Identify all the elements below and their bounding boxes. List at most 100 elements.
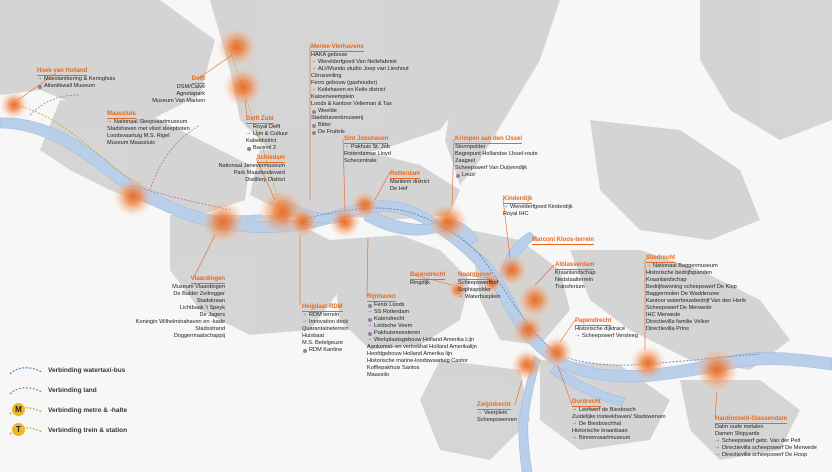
area-item: Dalm oude metalen xyxy=(715,424,764,430)
area-item: Weelde xyxy=(311,108,409,115)
area-label-sintjob[interactable]: Sint Jobshaven Pakhuis St. Job Rotterdam… xyxy=(344,136,391,165)
area-label-dordrecht[interactable]: Dordrecht Leefwerf de Biesbosch Zuidelij… xyxy=(572,399,666,442)
area-label-hoek[interactable]: Hoek van Holland Maeslantkering & Kering… xyxy=(37,68,115,90)
area-item: Directievilla scheepswerf De Merwede xyxy=(715,445,817,452)
area-item: Atlantikwall Museum xyxy=(37,83,115,90)
area-item: Loods & kantoor Velleman & Tas xyxy=(311,101,392,107)
area-title: Delft xyxy=(191,76,205,84)
area-item: Begrepunt Hollandse IJssel-route xyxy=(455,151,538,157)
area-title: Hardinxveld-Giessendam xyxy=(715,416,788,424)
area-label-barendrecht[interactable]: Barendrecht Ringdijk xyxy=(410,272,446,287)
area-item: DSM/Calvé xyxy=(176,84,205,90)
area-item: Doggermaatschappij xyxy=(173,333,225,339)
area-item: Historische bedrijfspanden xyxy=(646,270,712,276)
area-title: Kinderdijk xyxy=(503,196,533,204)
area-label-maassluis[interactable]: Maassluis Nationaal Sleepvaartmuseum Sta… xyxy=(107,111,190,147)
area-item: Kabeldistrict xyxy=(246,138,277,144)
area-item: Ferro gebouw (gashouder) xyxy=(311,80,378,86)
area-item: SS Rotterdam xyxy=(367,309,477,316)
area-item: Baggermolen De Waddenzee xyxy=(646,291,720,297)
area-item: Royal Delft xyxy=(246,124,288,131)
ferry-route-icon xyxy=(9,367,43,375)
area-title: Dordrecht xyxy=(572,399,601,407)
area-title: Maassluis xyxy=(107,111,136,119)
area-item: Stadsstrand xyxy=(195,326,225,332)
area-item: Directievilla familie Volker xyxy=(646,319,710,325)
area-label-heijplaat[interactable]: Heijplaat-RDM RDM terrein Innovation doc… xyxy=(302,304,349,354)
area-item: De Jagers xyxy=(199,312,226,318)
area-item: Museum Vlaardingen xyxy=(172,284,225,290)
area-item: Royal IHC xyxy=(503,211,529,217)
area-item: Pakhuis St. Job xyxy=(344,144,391,151)
area-item: Lichtbaak 't Speyk xyxy=(179,305,225,311)
area-item: De Balder Zeilrogger xyxy=(173,291,225,297)
area-item: Waterbusplein xyxy=(458,294,501,301)
area-label-schiedam[interactable]: Schiedam Nationaal Jenevermuseum Park Ma… xyxy=(197,155,285,184)
area-item: Damen Shipyards xyxy=(715,431,760,437)
area-title: Krimpen aan den IJssel xyxy=(455,136,523,144)
area-title: Barendrecht xyxy=(410,272,446,280)
legend-label: Verbinding metro & -halte xyxy=(48,407,128,414)
area-label-delftzuid[interactable]: Delft Zuid Royal Delft Lijm & Cultuur Ka… xyxy=(246,116,288,152)
area-item: Koningin Wilhelminahaven en -kade xyxy=(135,319,225,325)
area-item: Bedrijfswoning scheepswerf De Klop xyxy=(646,284,737,290)
area-item: Bacinol 2 xyxy=(246,145,288,152)
area-item: Museum Maassluis xyxy=(107,140,155,146)
area-item: Scheepswerf Van Duijvendijk xyxy=(455,165,528,171)
area-title: Alblasserdam xyxy=(555,262,595,270)
area-label-hardinxveld[interactable]: Hardinxveld-Giessendam Dalm oude metalen… xyxy=(715,416,817,459)
area-item: Kraanlandschap xyxy=(555,270,596,276)
area-item: Nationaal Sleepvaartmuseum xyxy=(107,119,190,126)
area-item: Hoofdgebouw Holland Amerika lijn xyxy=(367,351,453,357)
leader-lines xyxy=(17,45,718,419)
area-item: Keilehaven en Keile district xyxy=(311,87,409,94)
area-title: Heijplaat-RDM xyxy=(302,304,343,312)
area-title: Marconi Kloos-terrein xyxy=(532,237,595,245)
area-item: Distillery District xyxy=(245,177,285,183)
area-label-merwe[interactable]: Merwe-Vierhavens HAKA gebouw Werelderfgo… xyxy=(311,44,409,136)
area-item: Nedstaalterrein xyxy=(555,277,593,283)
area-item: Park Maasboulevard xyxy=(233,170,285,176)
area-item: Historische marine-loodswaartuig Castor xyxy=(367,358,468,364)
area-item: Werkplaatsgebouw Holland Amerika Lijn xyxy=(367,337,477,344)
area-item: Citrusveiling xyxy=(311,73,342,79)
area-item: Rotterdamse Lloyd xyxy=(344,151,391,157)
area-item: Scheepswerven xyxy=(477,417,517,423)
area-item: Werelderfgoed Van Nellefabriek xyxy=(311,59,409,66)
area-title: Sliedrecht xyxy=(646,255,676,263)
legend-label: Verbinding trein & station xyxy=(48,427,128,434)
area-label-marconi[interactable]: Marconi Kloos-terrein xyxy=(532,237,595,245)
area-label-papendrecht[interactable]: Papendrecht Historische dijktracé Scheep… xyxy=(575,318,638,340)
area-item: Bitter xyxy=(311,122,409,129)
area-label-krimpen[interactable]: Krimpen aan den IJssel Stormpolder Begre… xyxy=(455,136,538,179)
area-label-kinderdijk[interactable]: Kinderdijk Werelderfgoed Kinderdijk Roya… xyxy=(503,196,573,218)
area-label-delft[interactable]: Delft DSM/Calvé Agnetapark Museum Van Ma… xyxy=(145,76,205,105)
map-legend: Verbinding watertaxi-bus Verbinding land… xyxy=(6,362,146,442)
area-item: RDM terrein xyxy=(302,312,349,319)
area-item: Lijm & Cultuur xyxy=(246,131,288,138)
legend-label: Verbinding watertaxi-bus xyxy=(48,367,126,374)
area-label-noordoever[interactable]: Noordoever Scheepswerfhof Sophiapolder W… xyxy=(458,272,501,301)
area-label-rotterdam[interactable]: Rotterdam Maritiem district De Hef xyxy=(390,171,429,193)
area-title: Schiedam xyxy=(256,155,285,163)
area-item: Veerplein xyxy=(477,410,517,417)
area-label-zwijndrecht[interactable]: Zwijndrecht Veerplein Scheepswerven xyxy=(477,402,517,424)
area-item: Innovation dock xyxy=(302,319,349,326)
area-label-alblasserdam[interactable]: Alblasserdam Kraanlandschap Nedstaalterr… xyxy=(555,262,595,291)
area-title: Zwijndrecht xyxy=(477,402,511,410)
area-item: Maeslantkering & Keringhuis xyxy=(37,76,115,83)
area-item: Directievilla scheepswerf De Hoop xyxy=(715,452,817,459)
area-label-vlaardingen[interactable]: Vlaardingen Museum Vlaardingen De Balder… xyxy=(107,276,225,340)
area-title: Rotterdam xyxy=(390,171,421,179)
area-item: De Biesboschhal xyxy=(572,421,666,428)
area-item: Koffiepakhuis Santos xyxy=(367,365,420,371)
train-icon: T xyxy=(12,423,25,436)
area-item: Scheepswerf De Merwede xyxy=(646,305,712,311)
legend-item-land: Verbinding land xyxy=(6,382,146,402)
area-item: HAKA gebouw xyxy=(311,52,348,58)
area-label-sliedrecht[interactable]: Sliedrecht Nationaal Baggermuseum Histor… xyxy=(646,255,746,333)
metro-icon: M xyxy=(12,403,25,416)
area-label-rijnhaven[interactable]: Rijnhaven Fenix Loods SS Rotterdam Katen… xyxy=(367,294,477,379)
area-item: Stormpolder xyxy=(455,144,486,150)
area-item: De Fruitvis xyxy=(311,129,409,136)
